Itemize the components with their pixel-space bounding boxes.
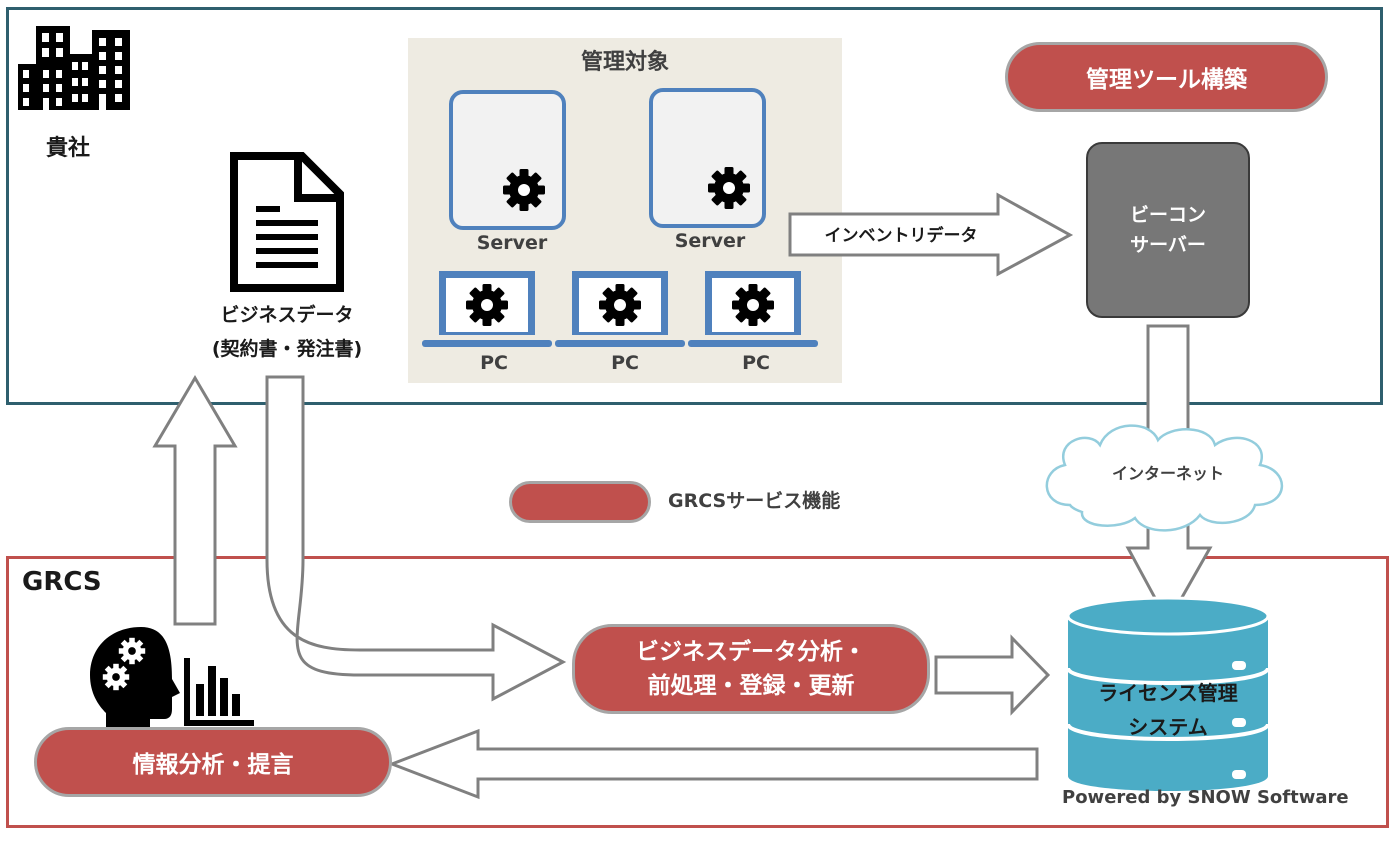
- server-box: [649, 88, 766, 228]
- business-data-sublabel: (契約書・発注書): [211, 338, 363, 360]
- inventory-arrow-label: インベントリデータ: [824, 226, 978, 246]
- license-system-line1: ライセンス管理: [1098, 681, 1238, 705]
- pc-label: PC: [611, 352, 639, 374]
- server-label: Server: [674, 230, 746, 252]
- business-data-flow-arrow: [265, 375, 567, 702]
- server-box: [449, 90, 566, 230]
- company-label: 貴社: [46, 136, 91, 161]
- analysis-service-line1: ビジネスデータ分析・: [636, 639, 866, 665]
- report-up-arrow: [152, 375, 238, 626]
- to-license-arrow: [934, 634, 1051, 716]
- legend-label: GRCSサービス機能: [668, 490, 841, 512]
- internet-label: インターネット: [1111, 464, 1224, 483]
- document-icon: [230, 152, 344, 292]
- pc-label: PC: [742, 352, 770, 374]
- beacon-label-1: ビーコン: [1129, 204, 1206, 226]
- head-gears-icon: [90, 627, 180, 733]
- server-label: Server: [476, 232, 548, 254]
- company-frame: [6, 7, 1383, 405]
- grcs-frame: [6, 556, 1389, 828]
- info-analysis-pill: 情報分析・提言: [34, 727, 392, 797]
- to-info-analysis-arrow: [387, 728, 1039, 800]
- grcs-label: GRCS: [22, 567, 102, 597]
- business-data-label: ビジネスデータ: [220, 304, 354, 326]
- beacon-label-2: サーバー: [1130, 234, 1206, 256]
- internet-cloud: [1045, 424, 1284, 532]
- building-icon: [18, 26, 130, 110]
- analysis-service-pill: ビジネスデータ分析・ 前処理・登録・更新: [572, 624, 930, 714]
- beacon-server: ビーコン サーバー: [1086, 142, 1250, 318]
- laptop-icon: [422, 271, 552, 347]
- inventory-arrow: [788, 192, 1074, 277]
- pc-label: PC: [480, 352, 508, 374]
- laptop-icon: [688, 271, 818, 347]
- laptop-icon: [555, 271, 685, 347]
- database-cylinder: [1066, 596, 1270, 791]
- beacon-down-arrow: [1146, 324, 1190, 442]
- tool-build-pill: 管理ツール構築: [1005, 42, 1328, 112]
- legend-swatch: [509, 481, 651, 523]
- managed-title: 管理対象: [580, 50, 669, 75]
- license-system-line2: システム: [1128, 715, 1208, 739]
- license-system-label: ライセンス管理 システム: [1068, 676, 1268, 744]
- analysis-service-line2: 前処理・登録・更新: [647, 673, 855, 699]
- bar-chart-icon: [184, 658, 254, 726]
- powered-by-label: Powered by SNOW Software: [1062, 787, 1349, 808]
